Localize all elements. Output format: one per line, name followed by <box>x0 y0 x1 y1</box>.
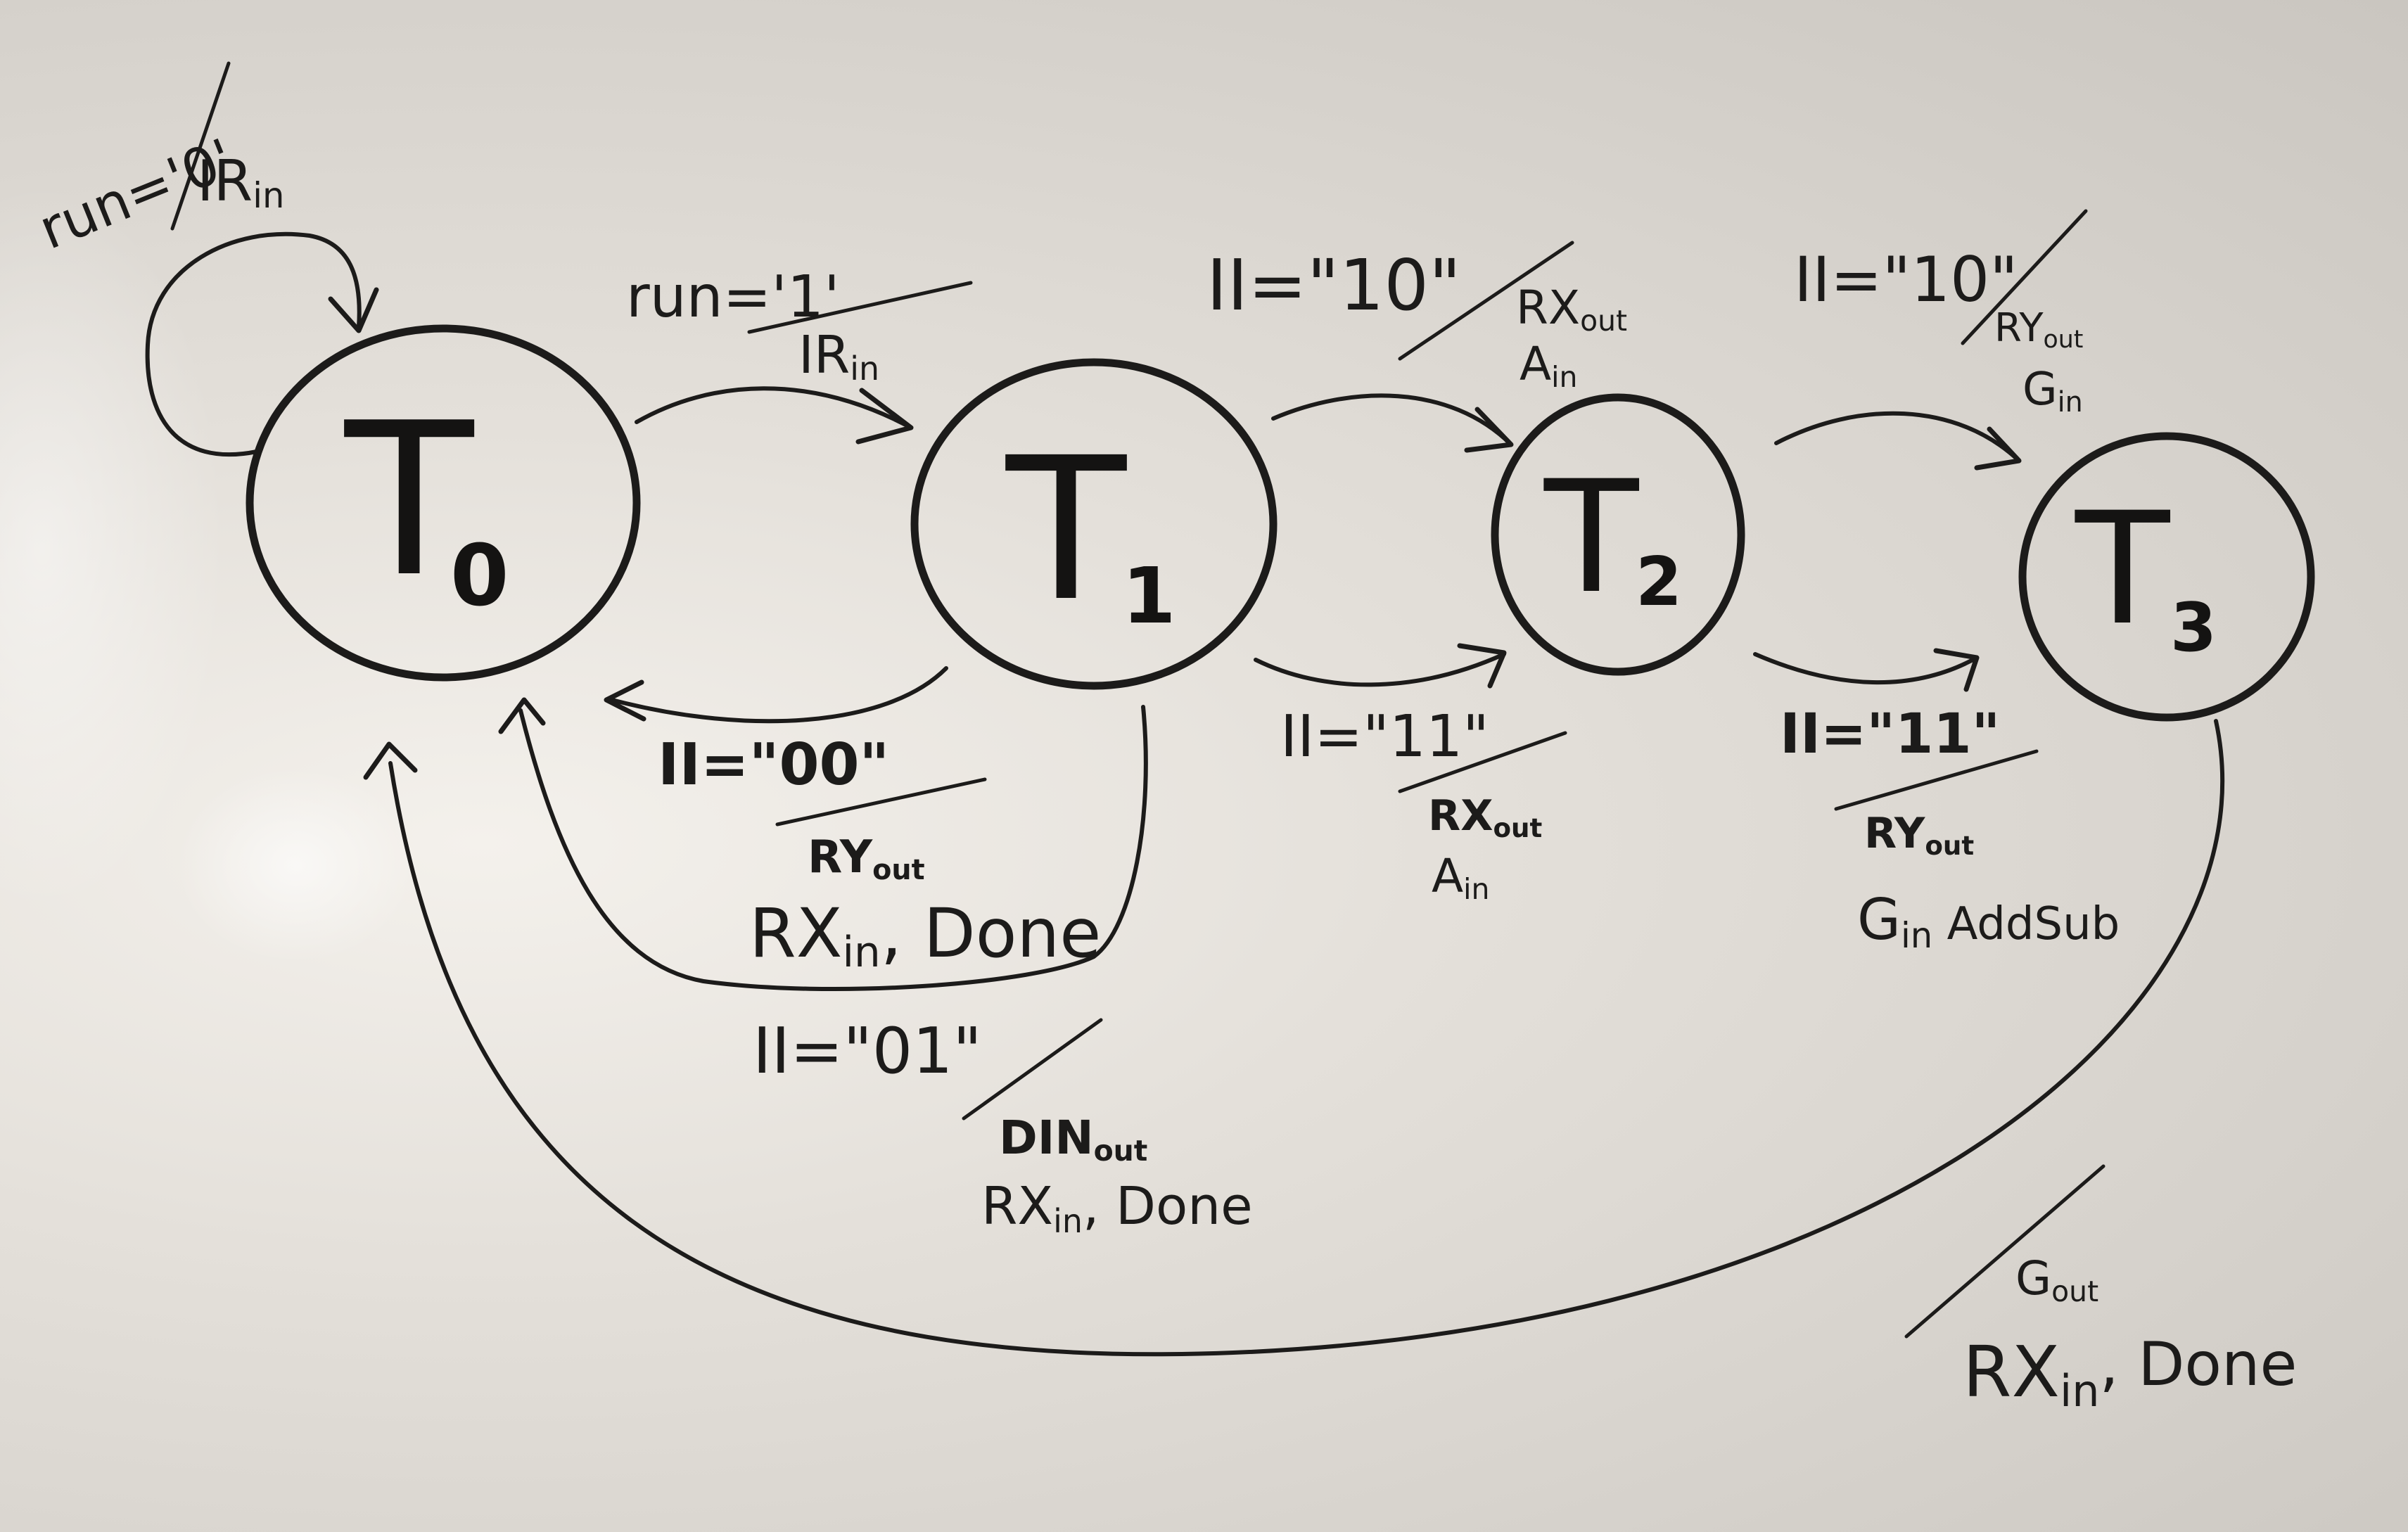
t3-t0-arc <box>388 719 2225 1357</box>
t1-t2-11-arc <box>1254 652 1506 687</box>
transition-t2-t3-10: II="10" RYout Gin <box>1774 209 2088 471</box>
state-t3-name: T <box>2075 479 2171 659</box>
t1-t0-00-out2: RXin, Done <box>749 894 1101 977</box>
t2-t3-10-out2: Gin <box>2022 364 2083 419</box>
t1-t0-00-condition: II="00" <box>658 732 889 798</box>
t2-t3-10-out1: RYout <box>1994 305 2083 354</box>
t2-t3-11-condition: II="11" <box>1780 703 2000 766</box>
t2-t3-11-out2: Gin AddSub <box>1857 887 2120 956</box>
t2-t3-11-divider <box>1834 749 2039 811</box>
t2-t3-10-condition: II="10" <box>1794 243 2018 316</box>
t1-t2-10-arrowhead <box>1464 407 1514 453</box>
state-t0-name: T <box>341 378 476 623</box>
t1-t2-10-out1: RXout <box>1516 281 1627 338</box>
self-loop-divider <box>170 61 231 231</box>
t2-t3-11-arc <box>1753 652 1979 685</box>
transition-t3-t0: Gout RXin, Done <box>363 719 2297 1417</box>
t2-t3-11-arrowhead <box>1933 648 1980 692</box>
state-t2: T 2 <box>1491 393 1745 676</box>
t1-t0-01-out2: RXin, Done <box>981 1176 1253 1240</box>
t1-t0-00-out1: RYout <box>808 831 925 886</box>
transition-t1-t2-11: II="11" RXout Ain <box>1254 643 1567 906</box>
self-loop-output: IRin <box>197 148 284 216</box>
self-loop-arc <box>145 231 362 457</box>
state-t3-sub: 3 <box>2170 589 2217 667</box>
state-t2-sub: 2 <box>1636 544 1682 621</box>
t1-t0-00-arrowhead <box>604 679 646 722</box>
transition-t1-t2-10: II="10" RXout Ain <box>1206 241 1627 453</box>
transition-t2-t3-11: II="11" RYout Gin AddSub <box>1753 648 2120 956</box>
t1-t2-11-arrowhead <box>1457 643 1507 689</box>
t1-t0-01-arc <box>518 705 1148 992</box>
t1-t0-01-divider <box>962 1018 1103 1121</box>
t1-t0-01-condition: II="01" <box>753 1014 982 1088</box>
transition-t1-t0-01: II="01" DINout RXin, Done <box>498 697 1253 1240</box>
glare-mid <box>176 767 415 964</box>
state-t0-circle <box>246 324 641 682</box>
t2-t3-11-out1: RYout <box>1864 809 1974 861</box>
t2-t3-10-arrowhead <box>1974 426 2022 471</box>
self-loop-arrowhead <box>328 287 379 333</box>
state-t1-name: T <box>1003 416 1129 645</box>
t1-t2-10-arc <box>1271 393 1513 447</box>
state-t1-circle <box>910 358 1278 690</box>
t0-t1-arrowhead <box>855 388 914 445</box>
t1-t2-11-divider <box>1398 731 1567 793</box>
t3-t0-out2: RXin, Done <box>1963 1329 2297 1417</box>
t1-t2-11-condition: II="11" <box>1280 703 1489 770</box>
t0-t1-arc <box>635 386 913 430</box>
t3-t0-arrowhead <box>363 741 418 780</box>
state-t2-name: T <box>1543 447 1640 627</box>
glare-left <box>0 183 225 914</box>
t1-t0-00-arc <box>610 666 948 724</box>
transition-t0-t1: run='1' IRin <box>626 264 973 445</box>
t1-t2-10-condition: II="10" <box>1206 244 1461 326</box>
state-t1: T 1 <box>910 358 1278 690</box>
t1-t0-00-divider <box>775 777 987 826</box>
t2-t3-10-divider <box>1961 209 2088 345</box>
state-t0-sub: 0 <box>450 528 509 625</box>
transition-t1-t0-00: II="00" RYout RXin, Done <box>604 666 1101 977</box>
t1-t2-11-out1: RXout <box>1428 791 1542 843</box>
t1-t2-10-divider <box>1398 241 1574 361</box>
state-t3-circle <box>2018 432 2315 722</box>
t0-t1-divider <box>747 281 973 334</box>
t1-t0-01-arrowhead <box>498 697 546 734</box>
t0-t1-output: IRin <box>798 325 879 388</box>
t3-t0-divider <box>1904 1164 2106 1339</box>
t1-t2-10-out2: Ain <box>1520 337 1577 394</box>
state-t1-sub: 1 <box>1122 551 1176 641</box>
t2-t3-10-arc <box>1774 411 2021 463</box>
t1-t2-11-out2: Ain <box>1432 849 1489 906</box>
t1-t0-01-out1: DINout <box>999 1111 1147 1168</box>
state-t3: T 3 <box>2018 432 2315 722</box>
state-t2-circle <box>1491 393 1745 676</box>
state-t0: T 0 <box>246 324 641 682</box>
t3-t0-out1: Gout <box>2015 1251 2098 1308</box>
